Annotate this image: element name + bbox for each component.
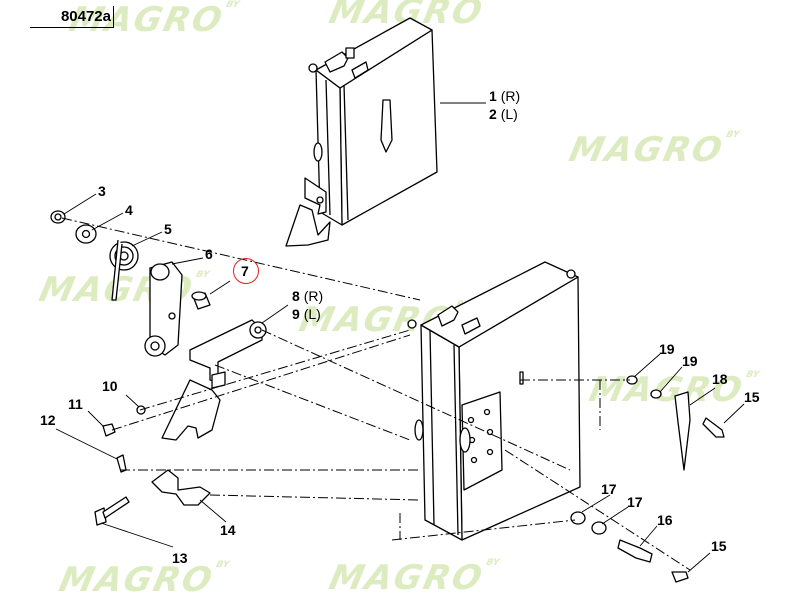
callout-18[interactable]: 18 bbox=[712, 371, 728, 387]
callout-3[interactable]: 3 bbox=[98, 183, 106, 199]
part-4-washer bbox=[75, 224, 97, 244]
callout-4[interactable]: 4 bbox=[125, 202, 133, 218]
callout-9[interactable]: 9 (L) bbox=[292, 306, 321, 322]
part-16-bolt bbox=[617, 539, 653, 563]
callout-11[interactable]: 11 bbox=[68, 396, 83, 412]
part-17-washers bbox=[570, 511, 607, 535]
part-12-pin bbox=[116, 454, 127, 473]
callout-8[interactable]: 8 (R) bbox=[292, 288, 324, 304]
part-15-screw-lower bbox=[671, 571, 689, 583]
lower-tool-box bbox=[407, 261, 581, 541]
callout-15-upper[interactable]: 15 bbox=[744, 389, 760, 405]
part-14-latch bbox=[151, 469, 211, 506]
part-18-blade bbox=[674, 391, 691, 471]
part-5-spring bbox=[109, 239, 139, 301]
leader-lines bbox=[55, 102, 745, 573]
callout-5[interactable]: 5 bbox=[164, 221, 172, 237]
callout-16[interactable]: 16 bbox=[657, 512, 673, 528]
callout-17-lower[interactable]: 17 bbox=[627, 494, 643, 510]
part-15-screw-upper bbox=[702, 417, 725, 438]
part-19-washers bbox=[626, 375, 662, 399]
callout-19-lower[interactable]: 19 bbox=[682, 353, 698, 369]
part-11-nut bbox=[102, 423, 116, 437]
highlight-ring bbox=[233, 258, 259, 284]
callout-7[interactable]: 7 bbox=[241, 263, 249, 279]
callout-14[interactable]: 14 bbox=[220, 522, 236, 538]
callout-2[interactable]: 2 (L) bbox=[489, 106, 518, 122]
part-8-9-bracket bbox=[161, 319, 267, 441]
callout-19-upper[interactable]: 19 bbox=[659, 341, 675, 357]
diagram-code: 80472a bbox=[30, 6, 114, 28]
callout-6[interactable]: 6 bbox=[205, 246, 213, 262]
part-13-bolt bbox=[94, 496, 130, 526]
part-6-lever-arm bbox=[144, 261, 183, 357]
callout-1[interactable]: 1 (R) bbox=[489, 88, 521, 104]
upper-tool-box bbox=[285, 17, 438, 247]
callout-15-lower[interactable]: 15 bbox=[711, 538, 727, 554]
callout-13[interactable]: 13 bbox=[172, 550, 188, 566]
callout-10[interactable]: 10 bbox=[102, 378, 118, 394]
part-3-nut bbox=[50, 210, 66, 224]
callout-17-upper[interactable]: 17 bbox=[601, 481, 617, 497]
callout-12[interactable]: 12 bbox=[40, 412, 56, 428]
part-7-bushing bbox=[191, 291, 211, 310]
